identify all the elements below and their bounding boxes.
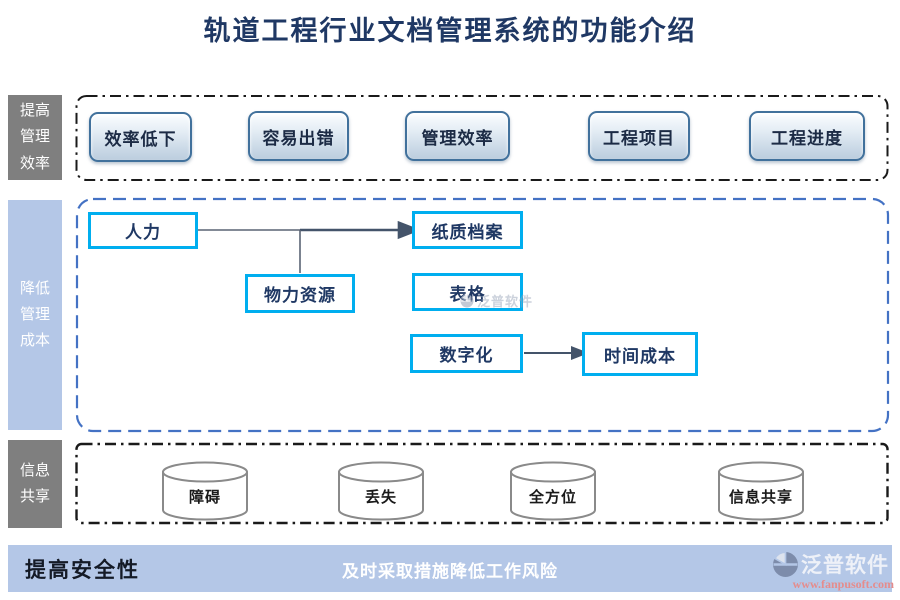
brand-block: 泛普软件 www.fanpusoft.com xyxy=(772,549,894,591)
fanpu-logo-icon xyxy=(772,551,799,578)
page-title: 轨道工程行业文档管理系统的功能介绍 xyxy=(203,16,697,46)
footer-bar: 提高安全性 及时采取措施降低工作风险 泛普软件 www.fanpusoft.co… xyxy=(8,545,894,592)
flow-node-manpower: 人力 xyxy=(88,212,198,249)
cylinder-obstacle: 障碍 xyxy=(160,460,250,522)
cylinder-label: 全方位 xyxy=(528,490,577,506)
brand-url: www.fanpusoft.com xyxy=(792,577,894,591)
watermark-logo-icon xyxy=(460,293,474,308)
sidebar-item-info-sharing: 信息 共享 xyxy=(8,440,62,528)
footer-message: 及时采取措施降低工作风险 xyxy=(342,562,558,581)
button-error-prone: 容易出错 xyxy=(248,111,349,161)
cylinder-shape-icon xyxy=(162,461,248,521)
button-engineering-project: 工程项目 xyxy=(588,111,690,161)
brand-name: 泛普软件 xyxy=(801,553,889,577)
watermark: 泛普软件 xyxy=(460,291,533,310)
sidebar-label: 信息 共享 xyxy=(19,462,50,505)
button-management-efficiency: 管理效率 xyxy=(405,111,510,161)
cylinder-shape-icon xyxy=(718,461,804,521)
flow-node-time-cost: 时间成本 xyxy=(582,332,698,376)
sidebar-label: 提高 管理 效率 xyxy=(19,103,50,172)
cylinder-info-sharing: 信息共享 xyxy=(716,460,806,522)
button-engineering-progress: 工程进度 xyxy=(749,111,865,161)
cylinder-shape-icon xyxy=(338,461,424,521)
cylinder-label: 障碍 xyxy=(188,490,221,506)
cylinder-label: 信息共享 xyxy=(728,490,793,506)
cylinder-shape-icon xyxy=(510,461,596,521)
cylinder-all-round: 全方位 xyxy=(508,460,598,522)
flow-node-paper-archive: 纸质档案 xyxy=(412,211,523,249)
cylinder-loss: 丢失 xyxy=(336,460,426,522)
sidebar-item-reduce-cost: 降低 管理 成本 xyxy=(8,200,62,430)
flow-node-table: 表格 xyxy=(412,273,523,311)
button-low-efficiency: 效率低下 xyxy=(89,112,192,162)
flow-node-digitization: 数字化 xyxy=(410,334,523,373)
flow-node-material-resource: 物力资源 xyxy=(245,274,355,313)
cylinder-label: 丢失 xyxy=(364,490,397,506)
watermark-text: 泛普软件 xyxy=(477,294,534,309)
sidebar-label: 降低 管理 成本 xyxy=(19,280,50,350)
sidebar-item-improve-efficiency: 提高 管理 效率 xyxy=(8,95,62,180)
footer-safety-label: 提高安全性 xyxy=(25,558,140,582)
